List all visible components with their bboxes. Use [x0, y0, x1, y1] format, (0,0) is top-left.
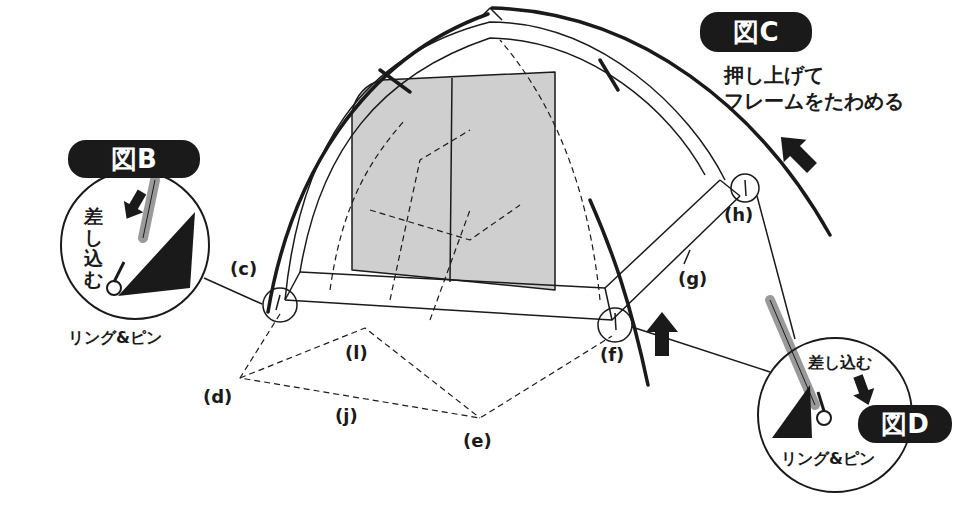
- tick-mark: [684, 250, 690, 264]
- pole-end: [143, 180, 155, 238]
- pole-sleeve: [380, 70, 410, 92]
- push-arrow: [646, 312, 678, 356]
- tent-corner: [285, 272, 300, 300]
- figure-label: 図B: [111, 146, 157, 172]
- pole-end: [143, 180, 155, 238]
- callout-letter: (g): [678, 268, 707, 289]
- callout-letter: (c): [230, 258, 257, 279]
- detail-text: 差し込む: [84, 206, 103, 290]
- push-arrow: [770, 126, 824, 180]
- floor-outline: [240, 314, 612, 418]
- frame-pole: [492, 8, 830, 235]
- hidden-line: [500, 40, 600, 300]
- corner-pin: [276, 295, 280, 310]
- figure-label: 図C: [733, 19, 778, 45]
- tent-corner: [605, 288, 612, 320]
- ring: [107, 281, 121, 295]
- detail-text: リング&ピン: [781, 449, 875, 470]
- corner-marker: [598, 308, 632, 342]
- frame-pole: [268, 14, 488, 312]
- hidden-line: [330, 120, 405, 290]
- tent-corner: [720, 180, 740, 196]
- leader-line: [204, 278, 262, 304]
- insert-arrow: [117, 186, 152, 224]
- corner-marker: [263, 288, 297, 322]
- tent-base: [285, 196, 740, 320]
- detail-text: リング&ピン: [68, 328, 162, 349]
- detail-circle: 差し込むリング&ピン: [60, 170, 210, 320]
- callout-letter: (e): [463, 430, 492, 451]
- callout-letter: (h): [724, 204, 753, 225]
- figure-tag: 図B: [68, 140, 200, 178]
- insert-arrow: [847, 372, 879, 409]
- floor-line: [240, 328, 480, 418]
- detail-text: 差し込む: [808, 353, 872, 374]
- callout-letter: (f): [600, 344, 624, 365]
- tent-shell: [285, 22, 725, 300]
- figure-tag: 図D: [858, 405, 952, 443]
- hidden-line: [370, 205, 520, 240]
- callout-letter: (l): [345, 342, 368, 363]
- callout-letter: (j): [335, 405, 358, 426]
- callout-letter: (d): [203, 386, 232, 407]
- hidden-line: [390, 130, 470, 300]
- tent-corner-fabric: [772, 385, 812, 438]
- detail-ground: [60, 170, 210, 320]
- pin: [818, 392, 824, 411]
- instruction-note: 押し上げて フレームをたわめる: [724, 62, 939, 114]
- corner-marker: [731, 174, 759, 202]
- corner-pin: [615, 313, 616, 330]
- ring: [817, 411, 831, 425]
- leader-line: [632, 327, 770, 372]
- figure-label: 図D: [881, 411, 929, 437]
- tent-corner-fabric: [118, 212, 195, 296]
- pole-sleeve: [600, 60, 618, 90]
- tent-shell-inner: [300, 38, 705, 272]
- door-seam: [450, 78, 452, 282]
- hidden-line: [430, 210, 470, 320]
- frame-pole: [590, 200, 648, 385]
- tent-edge: [300, 180, 720, 288]
- door-panel: [352, 72, 555, 290]
- pin: [114, 262, 124, 282]
- corner-pin: [745, 180, 746, 196]
- figure-tag: 図C: [700, 12, 812, 52]
